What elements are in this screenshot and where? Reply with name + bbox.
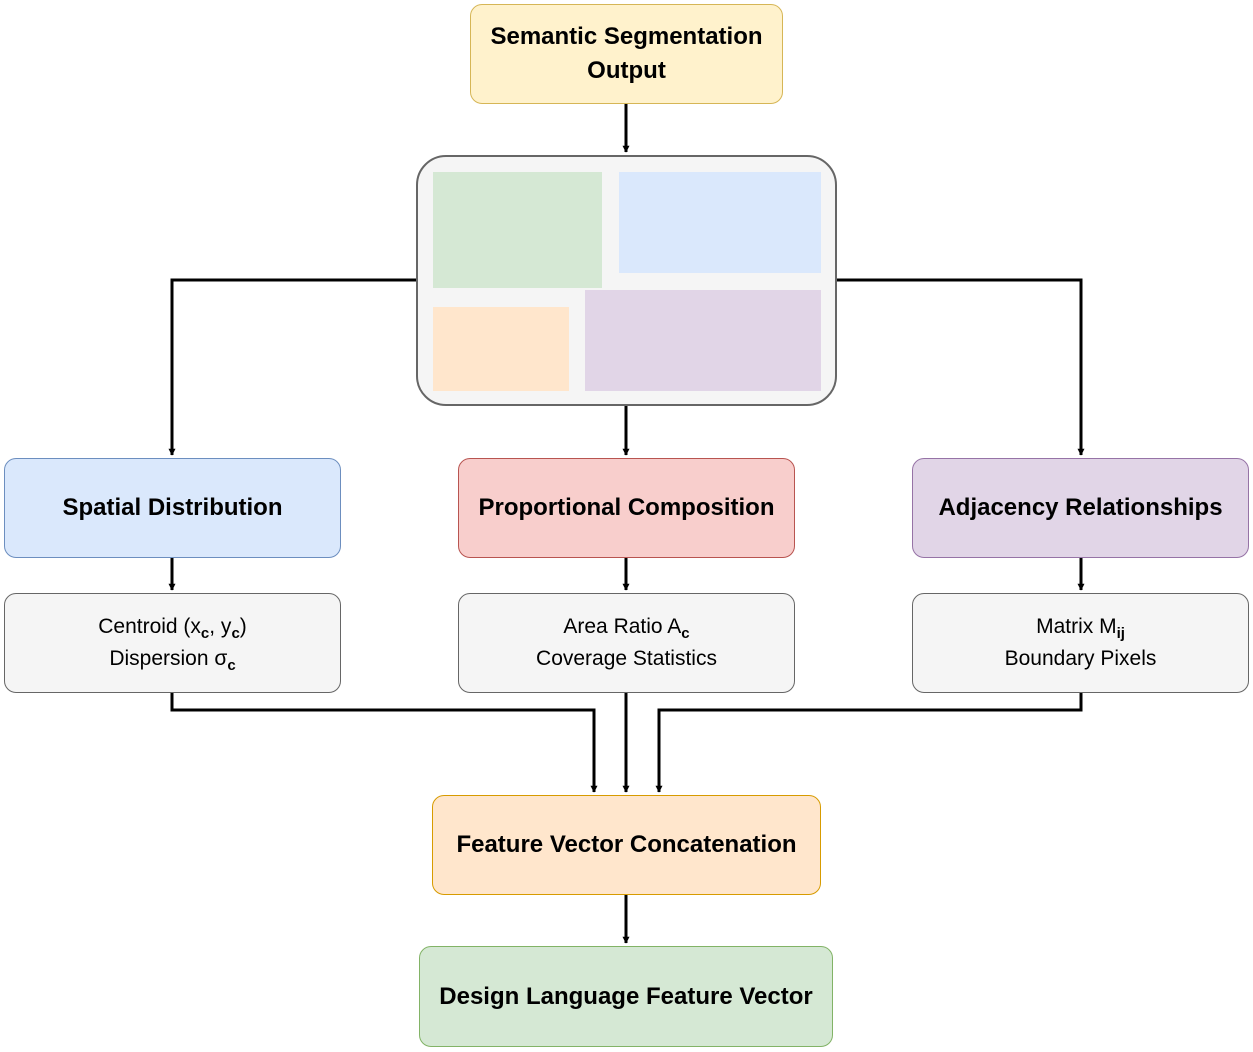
feature-concatenation-title: Feature Vector Concatenation [456,831,797,858]
segmentation-map-illustration [416,155,837,406]
segmentation-output-line2: Output [587,57,666,84]
centroid-label: Centroid (xc, yc) [98,615,247,642]
arrow-adjacency-metrics-to-concat [655,693,1083,793]
design-language-vector-box: Design Language Feature Vector [419,946,833,1047]
segment-region-orange [433,307,569,391]
segment-region-green [433,172,602,288]
design-language-vector-title: Design Language Feature Vector [439,982,813,1010]
area-ratio-label: Area Ratio Ac [563,615,690,642]
spatial-metrics-box: Centroid (xc, yc) Dispersion σc [4,593,341,693]
dispersion-label: Dispersion σc [109,647,236,674]
adjacency-metrics-box: Matrix Mij Boundary Pixels [912,593,1249,693]
proportional-composition-title: Proportional Composition [478,494,775,521]
adjacency-relationships-box: Adjacency Relationships [912,458,1249,558]
arrow-map-to-spatial [168,278,416,456]
arrow-map-to-adjacency [837,278,1085,456]
segment-region-purple [585,290,821,391]
feature-concatenation-box: Feature Vector Concatenation [432,795,821,895]
spatial-distribution-box: Spatial Distribution [4,458,341,558]
boundary-pixels-label: Boundary Pixels [1004,647,1157,670]
spatial-distribution-title: Spatial Distribution [62,494,283,521]
proportional-composition-box: Proportional Composition [458,458,795,558]
matrix-label: Matrix Mij [1036,615,1125,642]
segmentation-output-line1: Semantic Segmentation [490,23,763,50]
proportional-metrics-box: Area Ratio Ac Coverage Statistics [458,593,795,693]
segmentation-output-box: Semantic Segmentation Output [470,4,783,104]
arrow-spatial-metrics-to-concat [170,693,598,793]
coverage-statistics-label: Coverage Statistics [536,647,717,670]
segment-region-blue [619,172,821,273]
adjacency-relationships-title: Adjacency Relationships [938,494,1223,521]
